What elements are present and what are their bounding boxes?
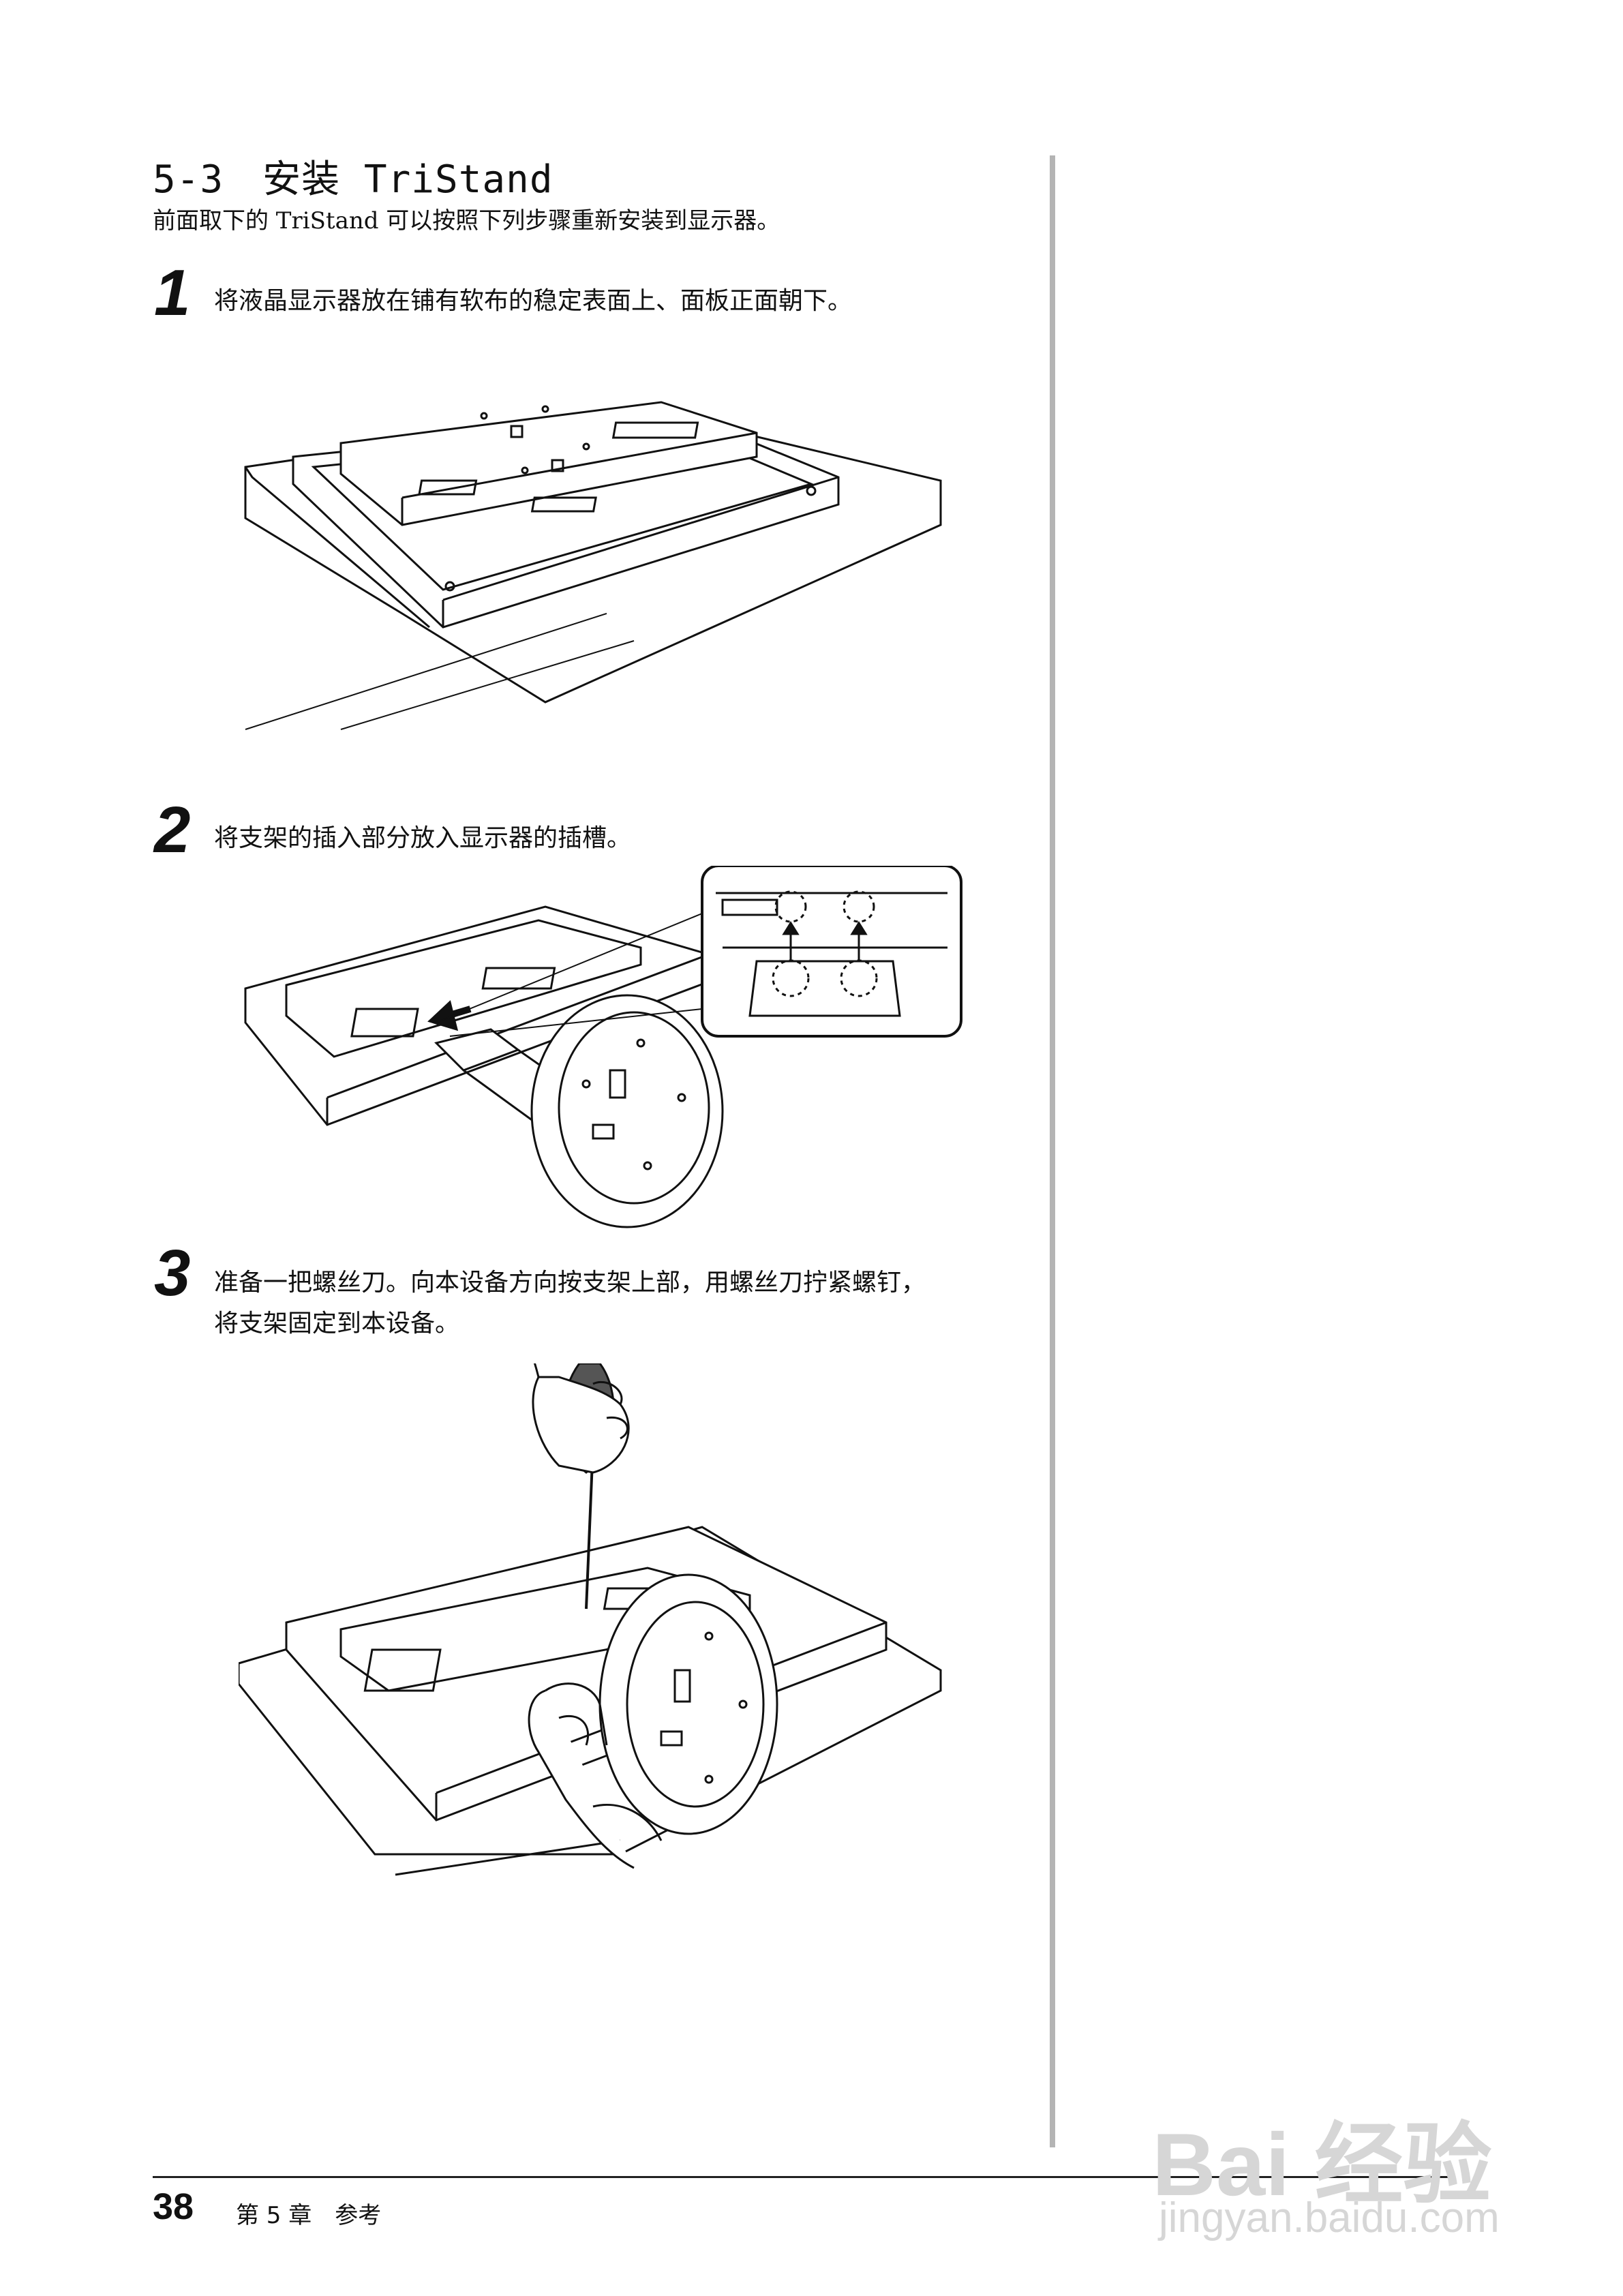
page-number: 38 bbox=[153, 2186, 194, 2227]
step-3-text-line2: 将支架固定到本设备。 bbox=[214, 1310, 460, 1338]
footer-rule bbox=[153, 2176, 1455, 2178]
step-3-text-line1: 准备一把螺丝刀。向本设备方向按支架上部，用螺丝刀拧紧螺钉， bbox=[214, 1269, 926, 1297]
step-1-text: 将液晶显示器放在铺有软布的稳定表面上、面板正面朝下。 bbox=[214, 287, 853, 315]
step-2-text: 将支架的插入部分放入显示器的插槽。 bbox=[214, 824, 632, 852]
section-title: 5-3 安装 TriStand bbox=[153, 157, 553, 202]
step-1-illustration bbox=[225, 320, 961, 743]
watermark-url: jingyan.baidu.com bbox=[1159, 2194, 1500, 2241]
step-1-number: 1 bbox=[154, 256, 191, 329]
chapter-label: 第 5 章 参考 bbox=[236, 2202, 382, 2229]
step-3-number: 3 bbox=[154, 1237, 191, 1310]
watermark-brand: Bai 经验 bbox=[1152, 2115, 1492, 2214]
section-intro: 前面取下的 TriStand 可以按照下列步骤重新安装到显示器。 bbox=[153, 207, 780, 235]
step-2-illustration bbox=[232, 866, 988, 1248]
step-3-illustration bbox=[239, 1363, 961, 1882]
margin-rule bbox=[1050, 155, 1055, 2147]
step-2-number: 2 bbox=[154, 794, 191, 866]
